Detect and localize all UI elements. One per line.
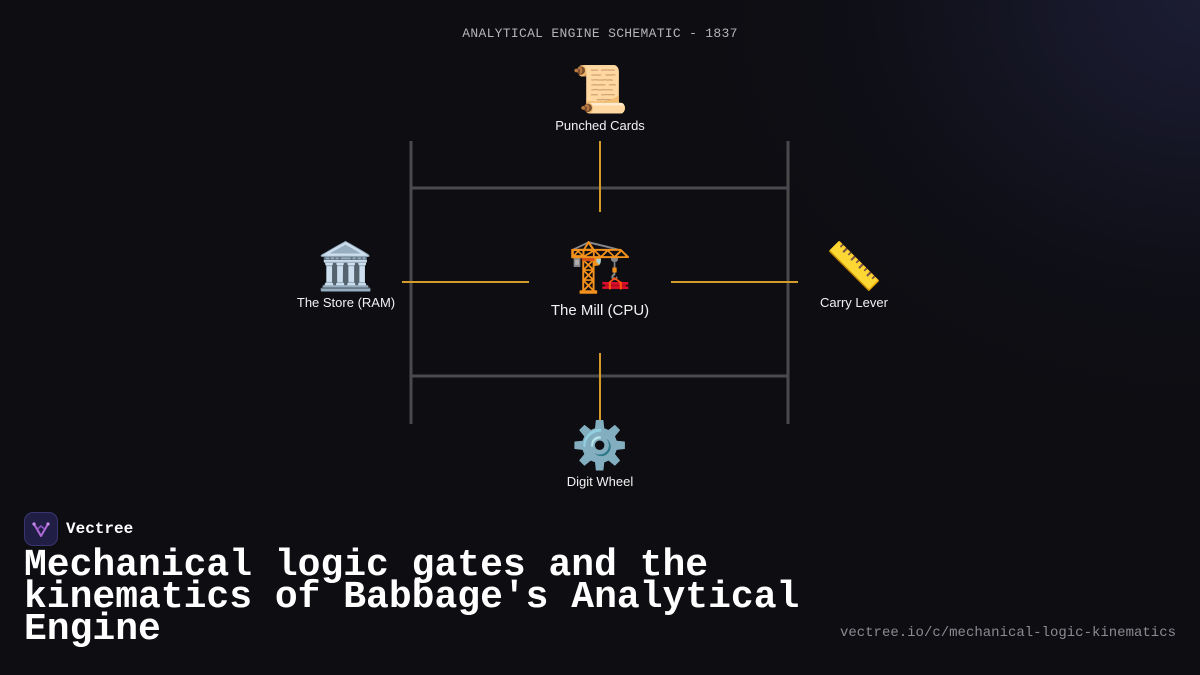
node-punched-cards: 📜 Punched Cards	[520, 66, 680, 133]
classical-building-icon: 🏛️	[317, 239, 375, 293]
brand-name: Vectree	[66, 520, 134, 538]
page-headline: Mechanical logic gates and the kinematic…	[24, 544, 800, 651]
node-label-carry-lever: Carry Lever	[820, 295, 888, 310]
node-store: 🏛️ The Store (RAM)	[266, 243, 426, 310]
schematic-title: ANALYTICAL ENGINE SCHEMATIC - 1837	[462, 26, 738, 41]
scroll-icon: 📜	[571, 62, 629, 116]
node-carry-lever: 📏 Carry Lever	[774, 243, 934, 310]
brand[interactable]: Vectree	[24, 512, 133, 546]
page-url[interactable]: vectree.io/c/mechanical-logic-kinematics	[839, 625, 1176, 641]
construction-crane-icon: 🏗️	[567, 236, 633, 296]
node-mill: 🏗️ The Mill (CPU)	[520, 240, 680, 319]
node-label-digit-wheel: Digit Wheel	[566, 474, 634, 489]
vectree-logo-icon	[24, 512, 58, 546]
node-digit-wheel: ⚙️ Digit Wheel	[520, 422, 680, 489]
gear-icon: ⚙️	[571, 418, 629, 472]
node-label-mill: The Mill (CPU)	[550, 302, 650, 319]
node-label-store: The Store (RAM)	[296, 295, 396, 310]
ruler-icon: 📏	[825, 239, 883, 293]
node-label-punched-cards: Punched Cards	[555, 118, 645, 133]
